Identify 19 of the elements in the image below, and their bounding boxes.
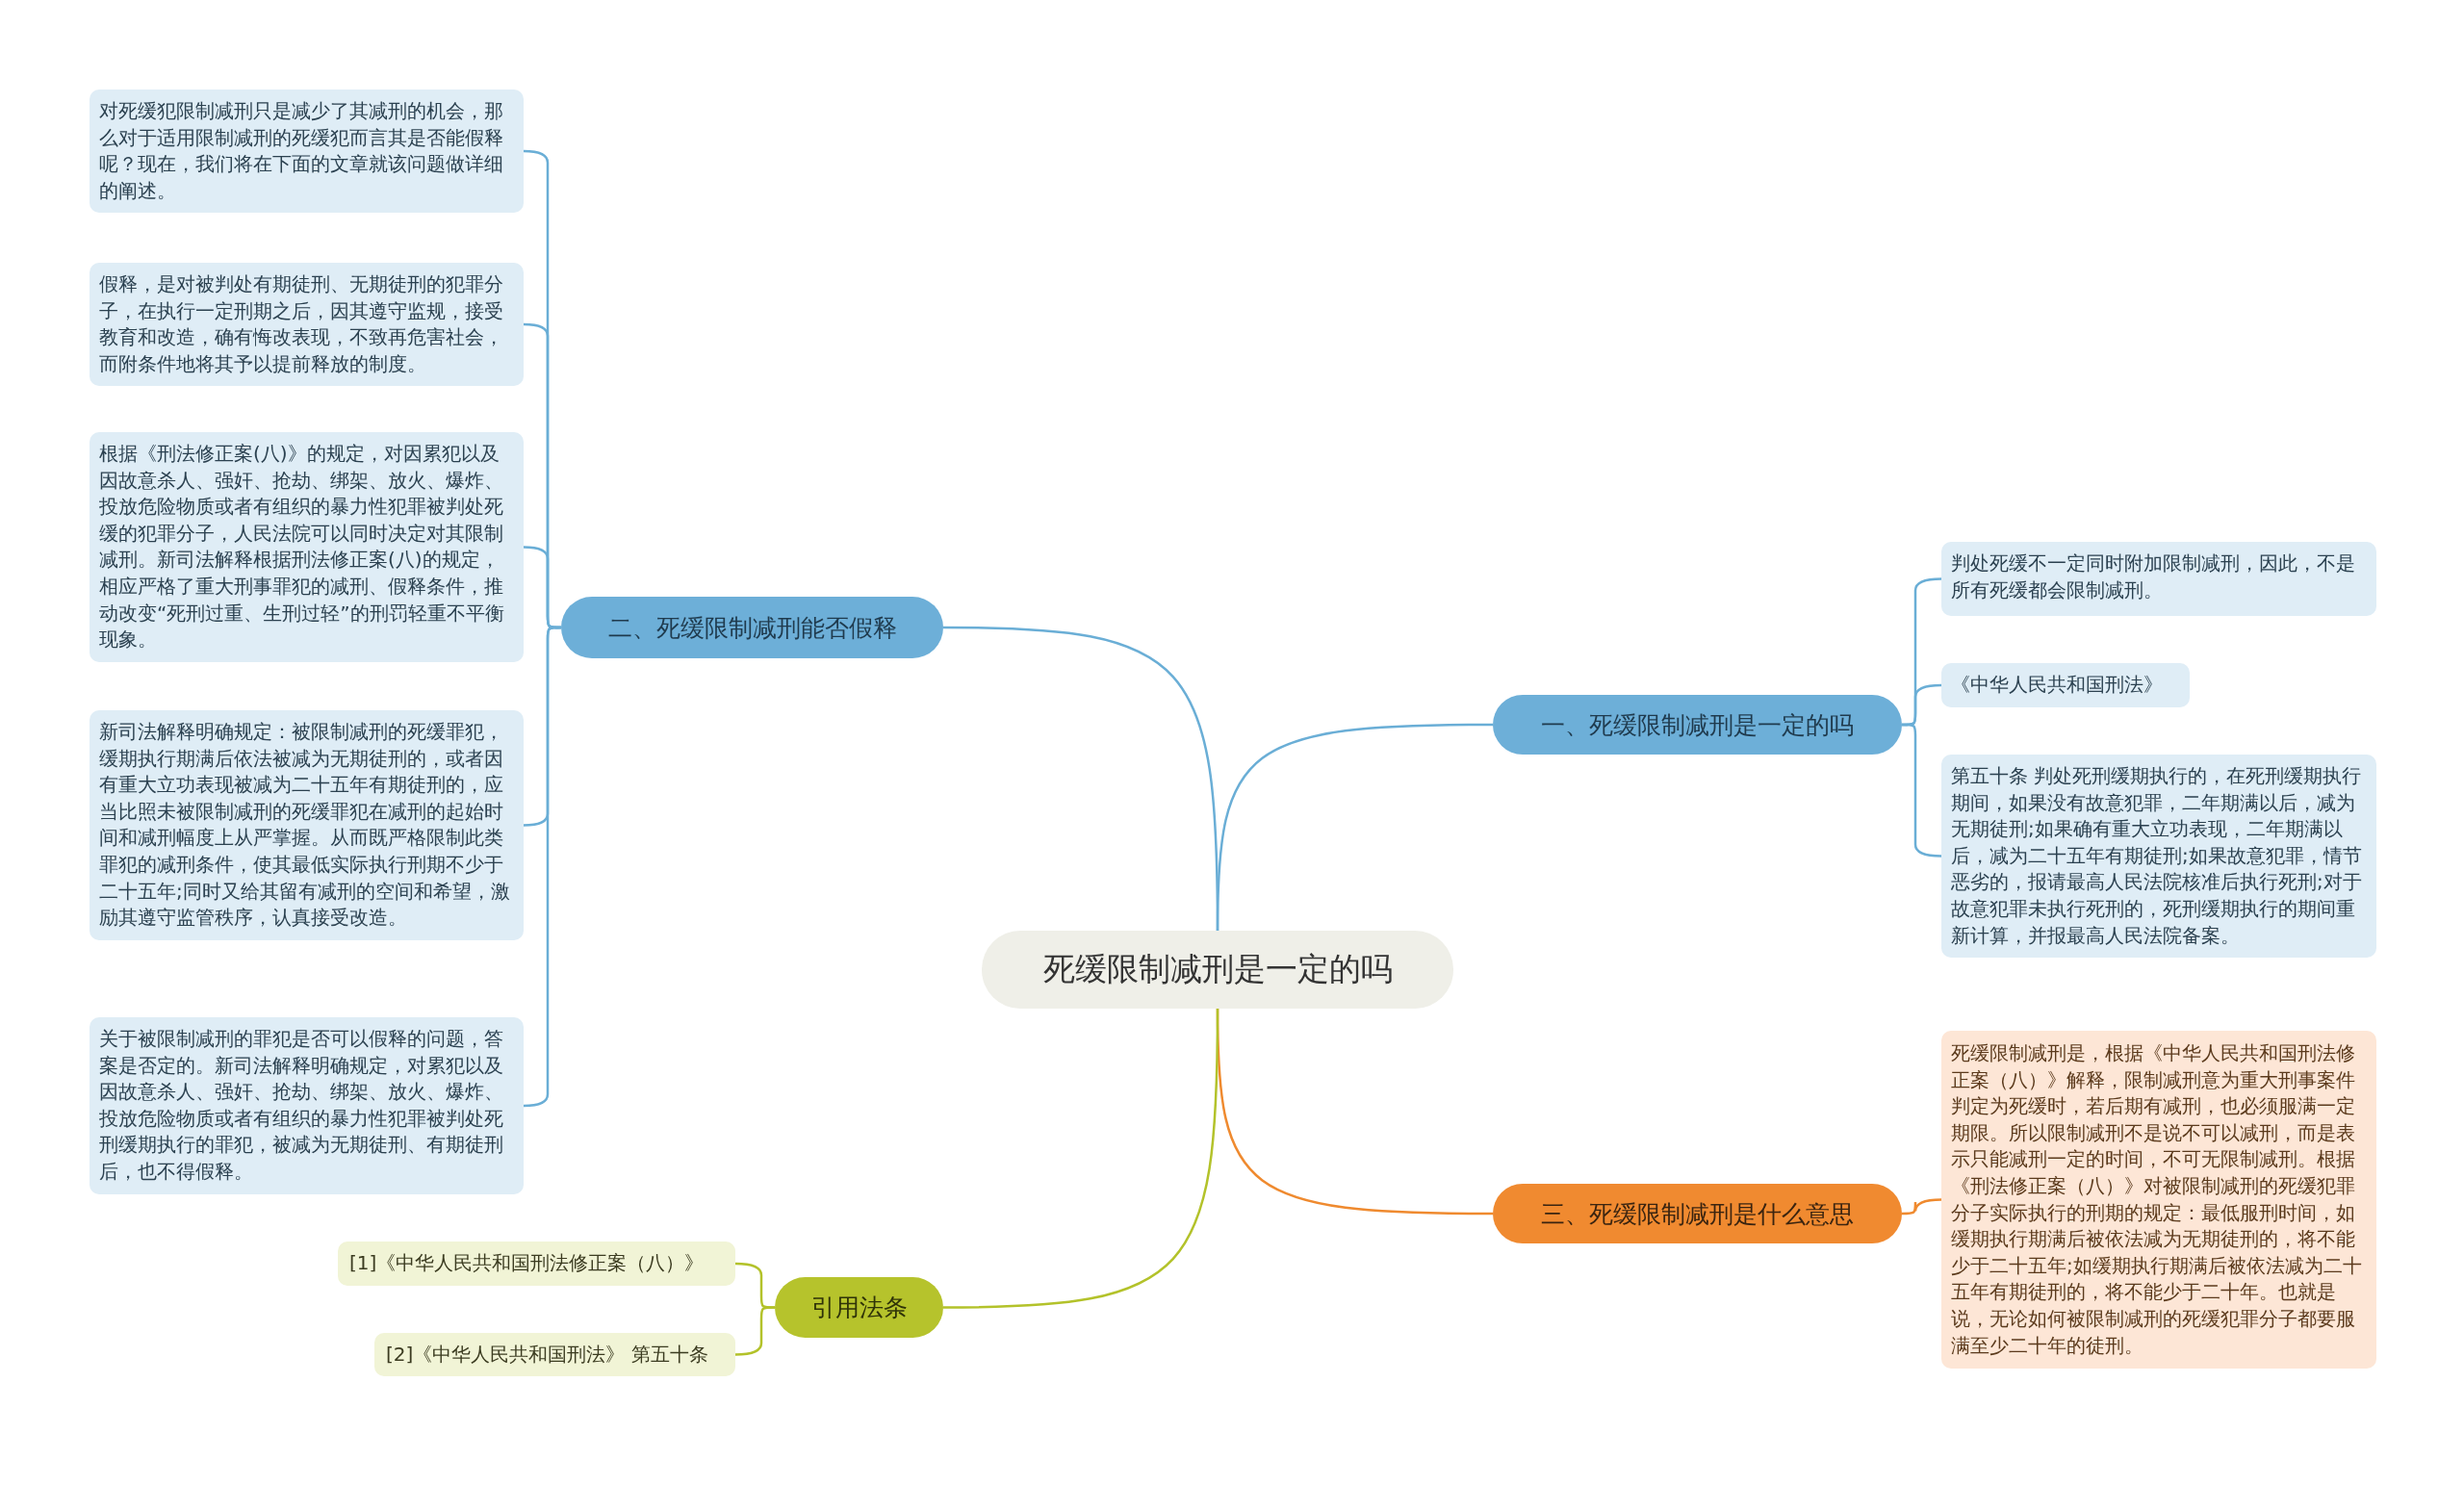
central-topic: 死缓限制减刑是一定的吗 — [982, 931, 1453, 1009]
branch-topic: 三、死缓限制减刑是什么意思 — [1493, 1184, 1902, 1243]
note-box: 假释，是对被判处有期徒刑、无期徒刑的犯罪分子，在执行一定刑期之后，因其遵守监规，接受教育和改造，确有悔改表现，不致再危害社会，而附条件地将其予以提前释放的制度。 — [90, 263, 524, 387]
note-box: 第五十条 判处死刑缓期执行的，在死刑缓期执行期间，如果没有故意犯罪，二年期满以后，减为无期徒刑;如果确有重大立功表现，二年期满以后，减为二十五年有期徒刑;如果故意犯罪，情节恶劣的，报请最高人民法院核准后执行死刑;对于故意犯罪未执行死刑的，死刑缓期执行的期间重新计算，并报最高人民法院备案。 — [1941, 755, 2376, 959]
note-box: 对死缓犯限制减刑只是减少了其减刑的机会，那么对于适用限制减刑的死缓犯而言其是否能假释呢？现在，我们将在下面的文章就该问题做详细的阐述。 — [90, 90, 524, 214]
reference-box: [1]《中华人民共和国刑法修正案（八）》 — [338, 1242, 735, 1286]
note-box: 新司法解释明确规定：被限制减刑的死缓罪犯，缓期执行期满后依法被减为无期徒刑的，或者因有重大立功表现被减为二十五年有期徒刑的，应当比照未被限制减刑的死缓罪犯在减刑的起始时间和减刑幅度上从严掌握。从而既严格限制此类罪犯的减刑条件，使其最低实际执行刑期不少于二十五年;同时又给其留有减刑的空间和希望，激励其遵守监管秩序，认真接受改造。 — [90, 710, 524, 940]
connector-line — [943, 626, 1219, 931]
note-box: 《中华人民共和国刑法》 — [1941, 663, 2190, 707]
branch-topic: 二、死缓限制减刑能否假释 — [561, 597, 943, 658]
note-box: 根据《刑法修正案(八)》的规定，对因累犯以及因故意杀人、强奸、抢劫、绑架、放火、爆炸、投放危险物质或者有组织的暴力性犯罪被判处死缓的犯罪分子，人民法院可以同时决定对其限制减刑。新司法解释根据刑法修正案(八)的规定，相应严格了重大刑事罪犯的减刑、假释条件，推动改变“死刑过重、生刑过轻”的刑罚轻重不平衡现象。 — [90, 432, 524, 662]
note-box: 关于被限制减刑的罪犯是否可以假释的问题，答案是否定的。新司法解释明确规定，对累犯以及因故意杀人、强奸、抢劫、绑架、放火、爆炸、投放危险物质或者有组织的暴力性犯罪被判处死刑缓期执行的罪犯，被减为无期徒刑、有期徒刑后，也不得假释。 — [90, 1017, 524, 1194]
connector-line — [943, 1009, 1219, 1309]
reference-box: [2]《中华人民共和国刑法》 第五十条 — [374, 1333, 735, 1376]
branch-topic: 引用法条 — [775, 1277, 943, 1338]
note-box: 判处死缓不一定同时附加限制减刑，因此，不是所有死缓都会限制减刑。 — [1941, 542, 2376, 616]
note-box: 死缓限制减刑是，根据《中华人民共和国刑法修正案（八）》解释，限制减刑意为重大刑事案件判定为死缓时，若后期有减刑，也必须服满一定期限。所以限制减刑不是说不可以减刑，而是表示只能减刑一定的时间，不可无限制减刑。根据《刑法修正案（八）》对被限制减刑的死缓犯罪分子实际执行的刑期的规定：最低服刑时间，如缓期执行期满后被依法减为无期徒刑的，将不能少于二十五年;如缓期执行期满后被依法减为二十五年有期徒刑的，将不能少于二十年。也就是说，无论如何被限制减刑的死缓犯罪分子都要服满至少二十年的徒刑。 — [1941, 1031, 2376, 1370]
branch-topic: 一、死缓限制减刑是一定的吗 — [1493, 695, 1902, 755]
connector-line — [1902, 1198, 1942, 1216]
